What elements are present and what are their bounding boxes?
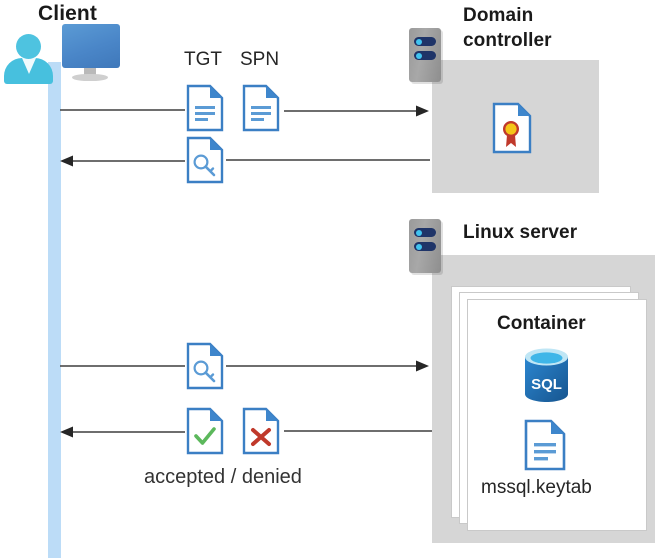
message-3-arrow-right <box>226 359 430 373</box>
denied-cross-document-icon <box>242 407 280 455</box>
rack-slot-icon <box>414 242 436 251</box>
domain-controller-server-rack-icon <box>409 28 441 82</box>
spn-document-icon <box>242 84 280 132</box>
accepted-check-document-icon <box>186 407 224 455</box>
monitor-neck-icon <box>84 68 96 78</box>
rack-slot-icon <box>414 37 436 46</box>
spn-label: SPN <box>240 49 280 70</box>
rack-slot-icon <box>414 228 436 237</box>
message-1-arrow-line-left <box>60 104 185 116</box>
domain-controller-title-line2: controller <box>463 30 552 51</box>
tgt-document-icon <box>186 84 224 132</box>
domain-controller-title: Domain controller <box>463 3 653 53</box>
key-document-icon <box>186 342 224 390</box>
client-lifeline <box>48 62 61 558</box>
rack-slot-icon <box>414 51 436 60</box>
linux-server-title: Linux server <box>463 222 578 243</box>
message-1-arrow-right <box>284 104 430 118</box>
message-2-arrow-line-right <box>226 154 430 166</box>
monitor-screen-icon <box>62 24 120 68</box>
sql-database-icon: SQL <box>519 347 574 404</box>
certificate-document-icon <box>492 102 532 154</box>
domain-controller-title-line1: Domain <box>463 5 534 26</box>
client-computer-user-icon <box>0 0 130 95</box>
container-card-front <box>467 299 647 531</box>
person-collar-icon <box>22 58 36 74</box>
message-4-arrow-line-right <box>284 425 432 437</box>
message-2-arrow-left <box>60 154 185 168</box>
keytab-document-icon <box>524 419 566 471</box>
tgt-label: TGT <box>184 49 222 70</box>
key-document-icon <box>186 136 224 184</box>
person-head-icon <box>16 34 41 59</box>
message-4-arrow-left <box>60 425 185 439</box>
linux-server-rack-icon <box>409 219 441 273</box>
client-title: Client <box>38 2 97 25</box>
monitor-base-icon <box>72 74 108 81</box>
container-title: Container <box>497 313 586 334</box>
svg-text:SQL: SQL <box>531 376 562 393</box>
message-3-arrow-line-left <box>60 360 185 372</box>
keytab-label: mssql.keytab <box>481 477 592 498</box>
accepted-denied-caption: accepted / denied <box>144 466 302 488</box>
